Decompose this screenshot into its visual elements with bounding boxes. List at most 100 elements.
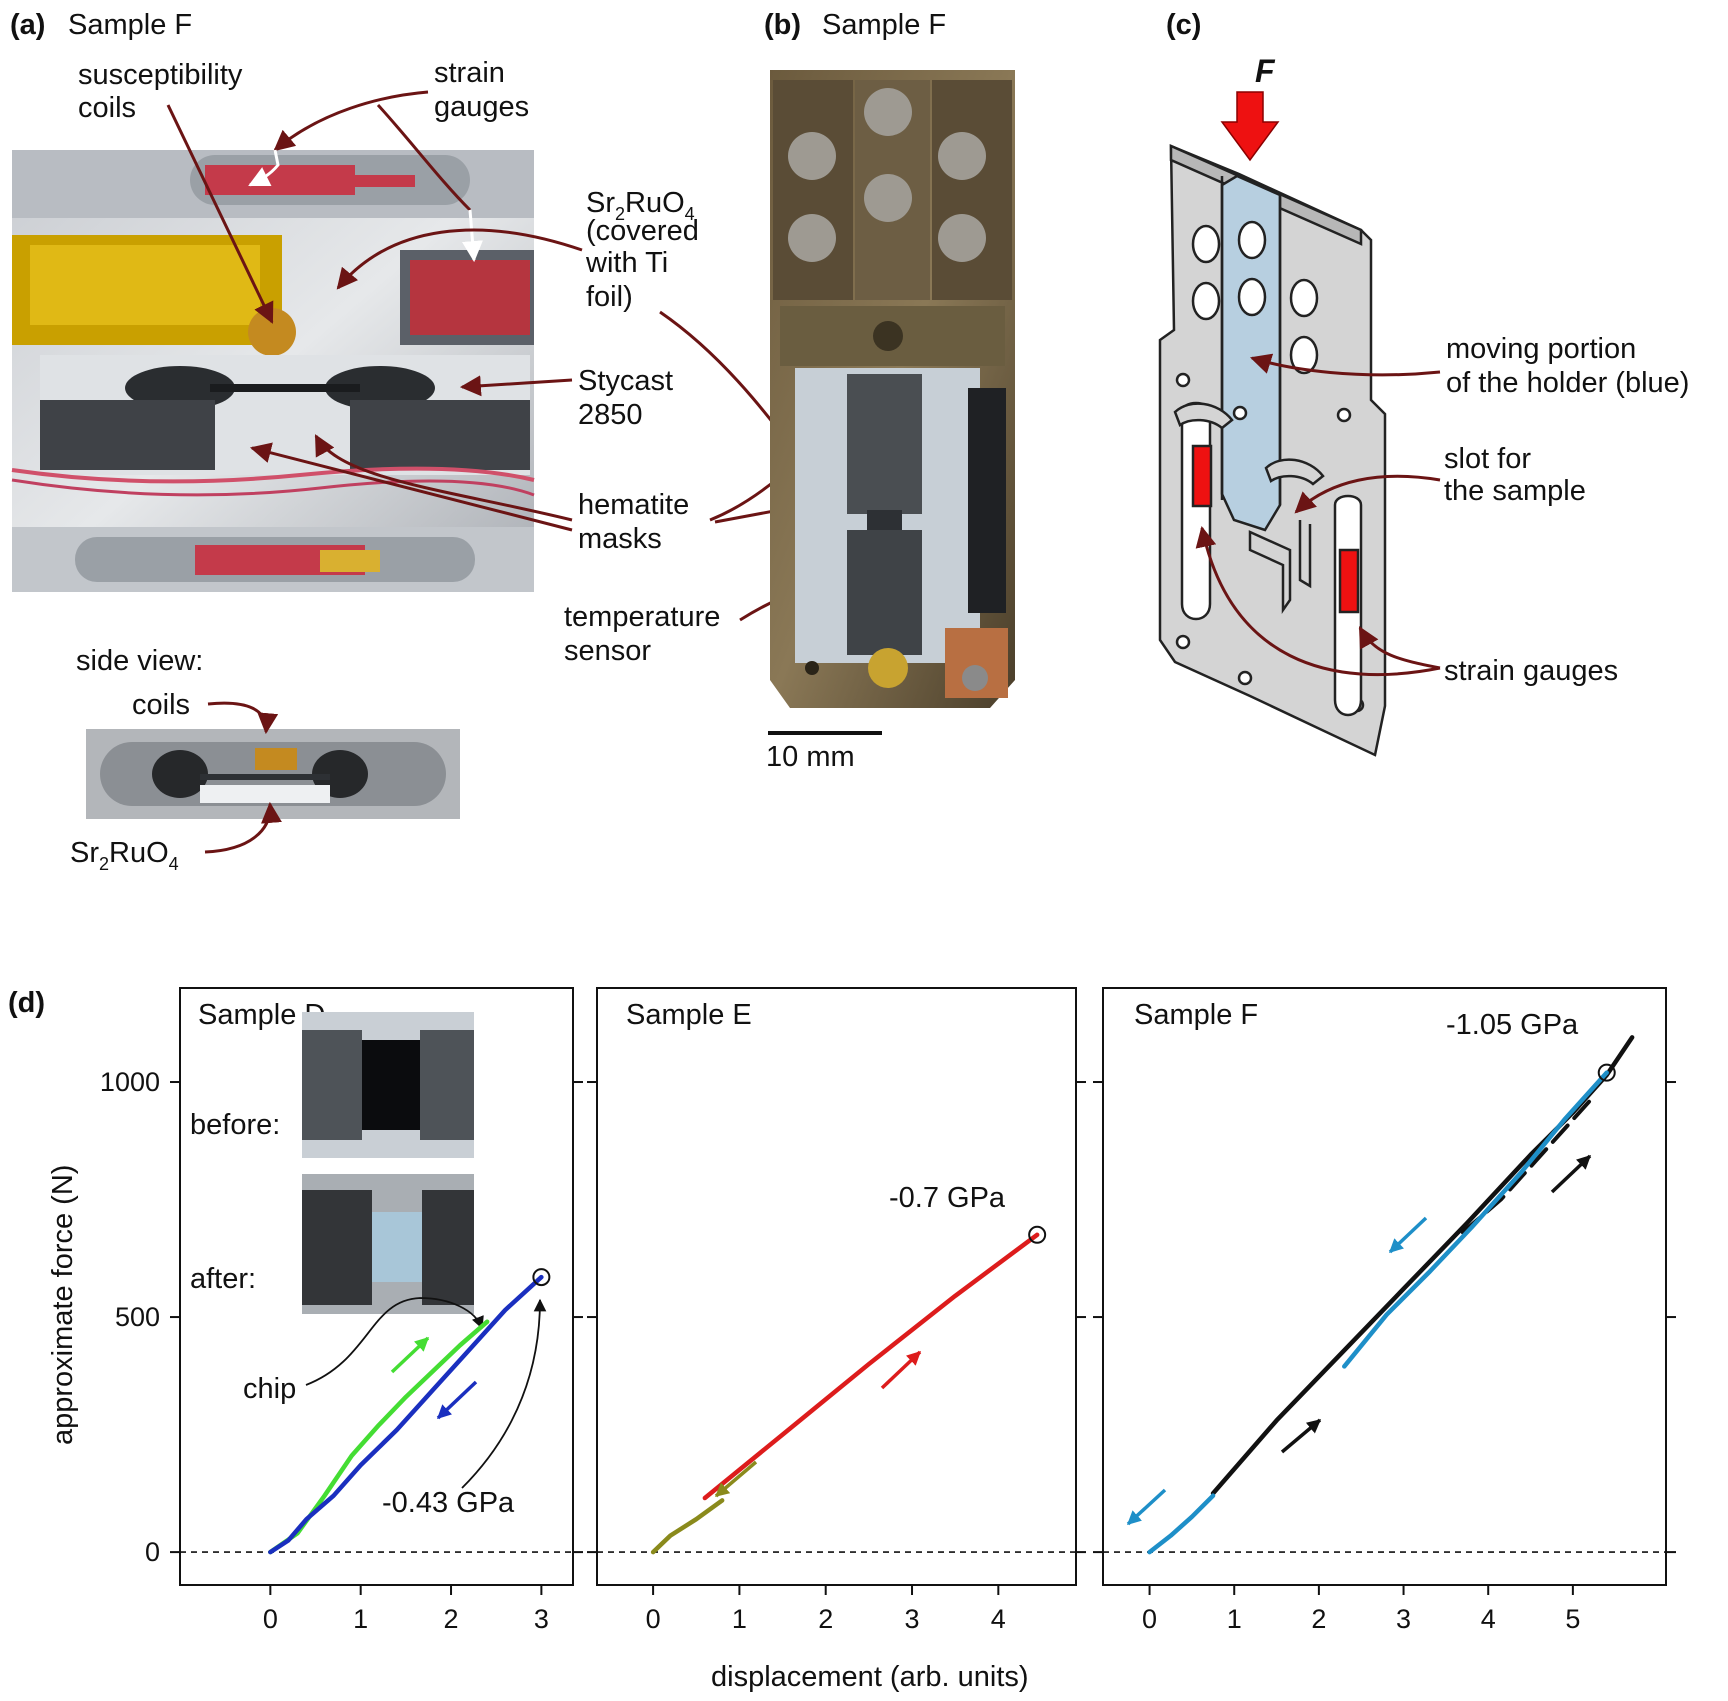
label-slot-for: slot for xyxy=(1444,443,1531,475)
force-arrow xyxy=(1220,91,1280,162)
series-cyan xyxy=(1342,1070,1609,1369)
y-tick-label: 500 xyxy=(115,1302,160,1332)
label-gauges: gauges xyxy=(434,91,529,123)
arrow-moving xyxy=(1249,353,1441,377)
chart-f-title: Sample F xyxy=(1134,999,1258,1031)
arrow-gauges-c-left xyxy=(1195,525,1441,677)
peak-marker xyxy=(1597,1063,1616,1082)
inset-after-photo xyxy=(302,1174,474,1314)
arrow-coils xyxy=(166,104,274,324)
x-tick-label: 1 xyxy=(353,1604,368,1634)
panel-d-letter: (d) xyxy=(8,987,45,1019)
scale-bar xyxy=(768,731,882,735)
x-tick-label: 4 xyxy=(1481,1604,1496,1634)
arrow-hematite-b xyxy=(314,434,573,522)
chart-e-title: Sample E xyxy=(626,999,752,1031)
arrow-gauge-top xyxy=(273,90,429,152)
panel-b-letter: (b) xyxy=(764,9,801,41)
chart-e-frame xyxy=(596,987,1077,1586)
arrow-side-coils xyxy=(207,701,279,735)
label-temperature: temperature xyxy=(564,601,720,633)
label-strain: strain xyxy=(434,57,505,89)
arrow-green-up xyxy=(390,1336,430,1374)
label-of-holder: of the holder (blue) xyxy=(1446,367,1689,399)
label-strain-gauges-c: strain gauges xyxy=(1444,655,1618,687)
panel-a-sample: Sample F xyxy=(68,9,192,41)
x-tick-label: 1 xyxy=(732,1604,747,1634)
panel-b-sample: Sample F xyxy=(822,9,946,41)
x-tick-label: 0 xyxy=(263,1604,278,1634)
arrow-blue-down xyxy=(436,1380,478,1420)
x-tick-label: 0 xyxy=(1142,1604,1157,1634)
label-masks: masks xyxy=(578,523,662,555)
series-cyan xyxy=(1147,1493,1216,1555)
panel-a-side-view-photo xyxy=(86,729,460,819)
y-tick-label: 0 xyxy=(145,1537,160,1567)
x-tick-label: 2 xyxy=(444,1604,459,1634)
inset-after-label: after: xyxy=(190,1263,256,1295)
y-tick-label: 1000 xyxy=(100,1067,160,1097)
chart-e-annotation: -0.7 GPa xyxy=(889,1182,1006,1214)
label-hematite: hematite xyxy=(578,489,689,521)
arrow-black-up-1 xyxy=(1280,1418,1322,1454)
panel-c-letter: (c) xyxy=(1166,9,1201,41)
arrow-gauges-c-right xyxy=(1358,626,1441,670)
x-tick-label: 3 xyxy=(905,1604,920,1634)
y-axis-label: approximate force (N) xyxy=(47,1165,79,1445)
holder-drawing xyxy=(1158,144,1387,757)
arrow-cyan-down-2 xyxy=(1126,1488,1167,1526)
arrow-gauge-right xyxy=(376,103,472,212)
chip-pointer xyxy=(305,1297,484,1386)
series-olive xyxy=(650,1498,725,1555)
arrow-cyan-down-1 xyxy=(1388,1216,1428,1254)
label-moving-portion: moving portion xyxy=(1446,333,1636,365)
arrow-sr2ruo4-a xyxy=(336,228,583,290)
chart-sample-e: Sample E -0.7 GPa 0 1 2 3 4 xyxy=(587,987,1086,1634)
x-tick-label: 3 xyxy=(534,1604,549,1634)
chart-sample-d: Sample D before: after: chip -0.43 GPa 0… xyxy=(100,987,583,1634)
x-tick-label: 3 xyxy=(1396,1604,1411,1634)
series-blue xyxy=(268,1274,544,1555)
label-stycast: Stycast xyxy=(578,365,673,397)
arrow-olive-down xyxy=(714,1460,758,1498)
x-tick-label: 0 xyxy=(646,1604,661,1634)
panel-b-photo xyxy=(770,70,1015,708)
label-foil: foil) xyxy=(586,281,633,313)
panel-a-photo xyxy=(11,150,535,592)
x-tick-label: 4 xyxy=(991,1604,1006,1634)
arrow-slot xyxy=(1294,474,1441,514)
chart-f-frame xyxy=(1102,987,1667,1586)
chart-d-annotation: -0.43 GPa xyxy=(382,1487,515,1519)
arrow-side-sro xyxy=(204,801,282,854)
series-red xyxy=(702,1232,1040,1501)
inset-before-photo xyxy=(302,1012,474,1158)
x-tick-label: 2 xyxy=(1311,1604,1326,1634)
peak-marker xyxy=(532,1268,551,1287)
x-tick-label: 5 xyxy=(1565,1604,1580,1634)
scale-bar-label: 10 mm xyxy=(766,741,855,773)
panel-b: (b) Sample F 10 mm xyxy=(764,9,1015,773)
label-side-view: side view: xyxy=(76,645,203,677)
label-with-ti: with Ti xyxy=(585,247,668,279)
gpa-pointer-d xyxy=(461,1298,547,1489)
panel-a-letter: (a) xyxy=(10,9,45,41)
label-sensor: sensor xyxy=(564,635,651,667)
label-susceptibility: susceptibility xyxy=(78,59,243,91)
chart-f-annotation: -1.05 GPa xyxy=(1446,1009,1579,1041)
arrow-stycast xyxy=(459,375,573,397)
arrow-black-up-2 xyxy=(1550,1154,1592,1194)
force-label: F xyxy=(1255,53,1276,89)
label-coils: coils xyxy=(78,92,136,124)
label-2850: 2850 xyxy=(578,399,643,431)
series-black xyxy=(1210,1035,1635,1496)
peak-marker xyxy=(1028,1225,1047,1244)
arrow-red-up xyxy=(880,1350,922,1390)
panel-d: (d) approximate force (N) displacement (… xyxy=(8,987,1676,1693)
label-sr2ruo4: Sr2RuO4 xyxy=(586,187,695,224)
x-axis-label: displacement (arb. units) xyxy=(711,1661,1029,1693)
x-tick-label: 2 xyxy=(818,1604,833,1634)
arrow-hematite-a xyxy=(249,442,573,532)
chart-d-frame xyxy=(179,987,574,1586)
inset-before-label: before: xyxy=(190,1109,280,1141)
